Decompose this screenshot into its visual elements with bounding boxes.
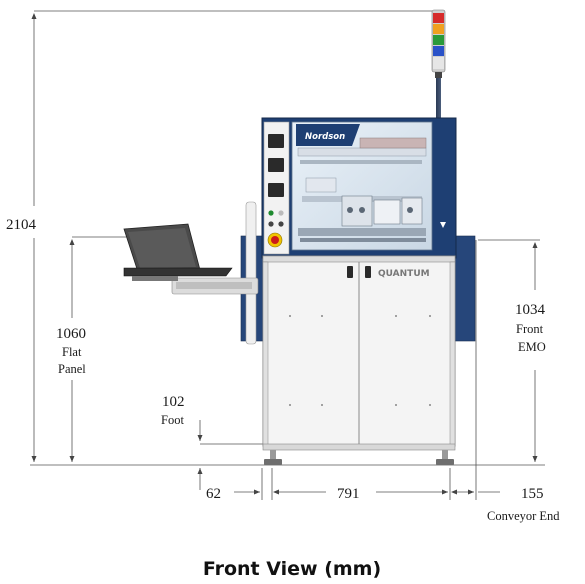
- foot-label: Foot: [161, 413, 184, 427]
- rear-housing-right: [454, 235, 476, 342]
- control-column: [263, 121, 290, 255]
- machine-illustration: Nordson QUANTUM: [123, 9, 476, 465]
- flat-panel-arm: [171, 201, 259, 345]
- foot-height-value: 102: [162, 394, 185, 410]
- conveyor-end-label: Conveyor End: [487, 509, 560, 523]
- beacon-light: [433, 35, 444, 45]
- brand-logo: Nordson: [305, 132, 345, 142]
- flat-panel-label-line2: Panel: [58, 362, 86, 376]
- beacon-light: [433, 24, 444, 34]
- front-emo-label-line1: Front: [516, 322, 544, 336]
- front-emo-value: 1034: [515, 302, 546, 318]
- left-offset-value: 62: [206, 486, 221, 502]
- beacon-light: [433, 46, 444, 56]
- dimension-labels: 2104 1060 Flat Panel 102 Foot 1034 Front…: [6, 217, 560, 580]
- model-badge: QUANTUM: [378, 269, 430, 279]
- page-title: Front View (mm): [203, 558, 381, 580]
- beacon-mast: [436, 78, 441, 122]
- signal-beacon: [431, 9, 446, 78]
- flat-panel-label-line1: Flat: [62, 345, 82, 359]
- conveyor-end-value: 155: [521, 486, 544, 502]
- flat-panel-laptop: [123, 223, 233, 281]
- leveling-feet: [264, 450, 454, 465]
- beacon-light: [433, 13, 444, 23]
- beacon-light: [433, 57, 444, 69]
- overall-height-value: 2104: [6, 217, 37, 233]
- width-value: 791: [337, 486, 360, 502]
- front-emo-label-line2: EMO: [518, 340, 546, 354]
- flat-panel-height-value: 1060: [56, 326, 86, 342]
- dimension-lines: [30, 10, 545, 500]
